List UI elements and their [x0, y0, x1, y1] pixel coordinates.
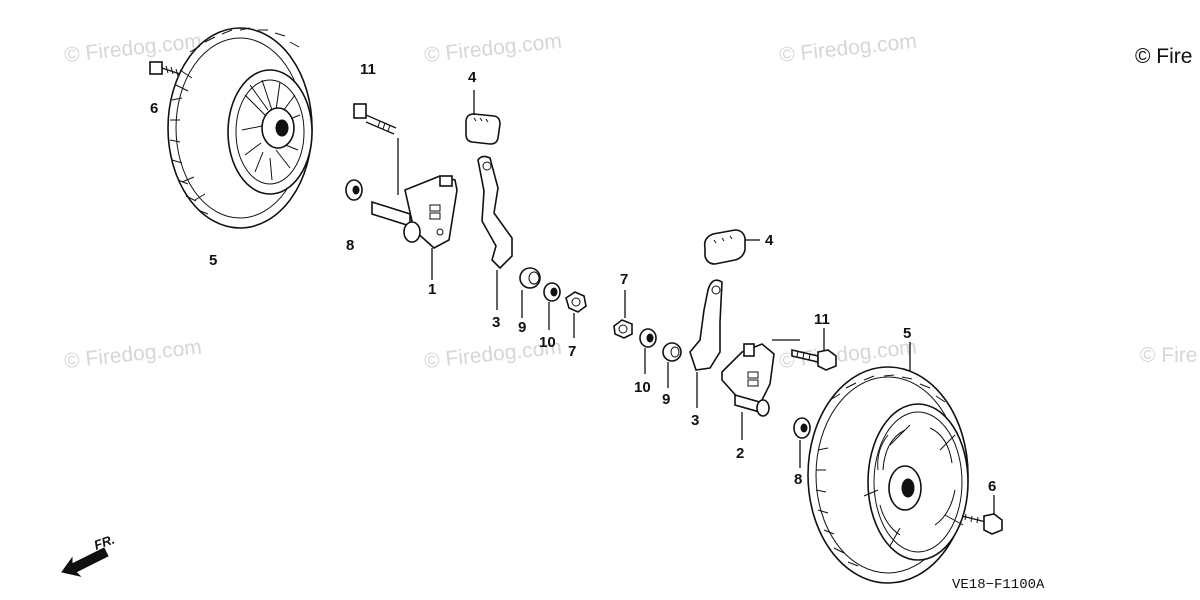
height-bracket-2 — [721, 343, 775, 440]
wheel-right — [807, 342, 969, 584]
height-bracket-1 — [371, 175, 458, 280]
callout-4-upper: 4 — [468, 69, 477, 86]
front-direction-arrow: FR. — [61, 532, 117, 577]
callout-1: 1 — [428, 281, 436, 298]
callout-layer: 6 5 11 8 1 4 3 9 10 7 4 7 10 9 3 2 11 8 … — [150, 61, 996, 495]
callout-8-right: 8 — [794, 471, 802, 488]
washer-8-right — [793, 417, 811, 468]
washer-10-right — [639, 328, 657, 374]
callout-6-right: 6 — [988, 478, 996, 495]
callout-3-left: 3 — [492, 314, 500, 331]
collar-9-left — [519, 267, 541, 318]
callout-11-right: 11 — [814, 311, 830, 328]
watermark: © Fire — [1140, 344, 1197, 367]
watermark: © Firedog.com — [63, 336, 203, 373]
diagram-code: VE18−F1100A — [952, 577, 1045, 593]
wheel-left — [167, 27, 313, 229]
nut-7-right — [613, 290, 633, 339]
callout-11-left: 11 — [360, 61, 376, 78]
callout-10-right: 10 — [634, 379, 651, 396]
callout-6-left: 6 — [150, 100, 158, 117]
bolt-11-left — [353, 103, 399, 195]
callout-9-right: 9 — [662, 391, 670, 408]
washer-10-left — [543, 282, 561, 330]
callout-3-right: 3 — [691, 412, 699, 429]
watermark: © Firedog.com — [778, 30, 918, 67]
collar-9-right — [662, 342, 682, 388]
pad-4-upper — [465, 90, 501, 145]
watermark: © Firedog.com — [423, 30, 563, 67]
watermark: © Firedog.com — [63, 30, 203, 67]
pad-4-right — [703, 229, 760, 265]
copyright-watermark: © Fire — [1135, 45, 1192, 68]
callout-9-left: 9 — [518, 319, 526, 336]
callout-10-left: 10 — [539, 334, 556, 351]
bolt-11-right — [772, 328, 837, 371]
callout-4-right: 4 — [765, 232, 774, 249]
callout-7-left: 7 — [568, 343, 576, 360]
arm-3-left — [477, 155, 513, 310]
bolt-6-right — [961, 495, 1003, 535]
callout-5-right: 5 — [903, 325, 911, 342]
callout-8-left: 8 — [346, 237, 354, 254]
callout-5-left: 5 — [209, 252, 217, 269]
bolt-6-left — [149, 61, 181, 77]
nut-7-left — [565, 291, 587, 338]
washer-8-left — [345, 179, 363, 201]
callout-2: 2 — [736, 445, 744, 462]
front-direction-label: FR. — [92, 532, 117, 553]
arm-3-right — [689, 279, 723, 408]
callout-7-right: 7 — [620, 271, 628, 288]
